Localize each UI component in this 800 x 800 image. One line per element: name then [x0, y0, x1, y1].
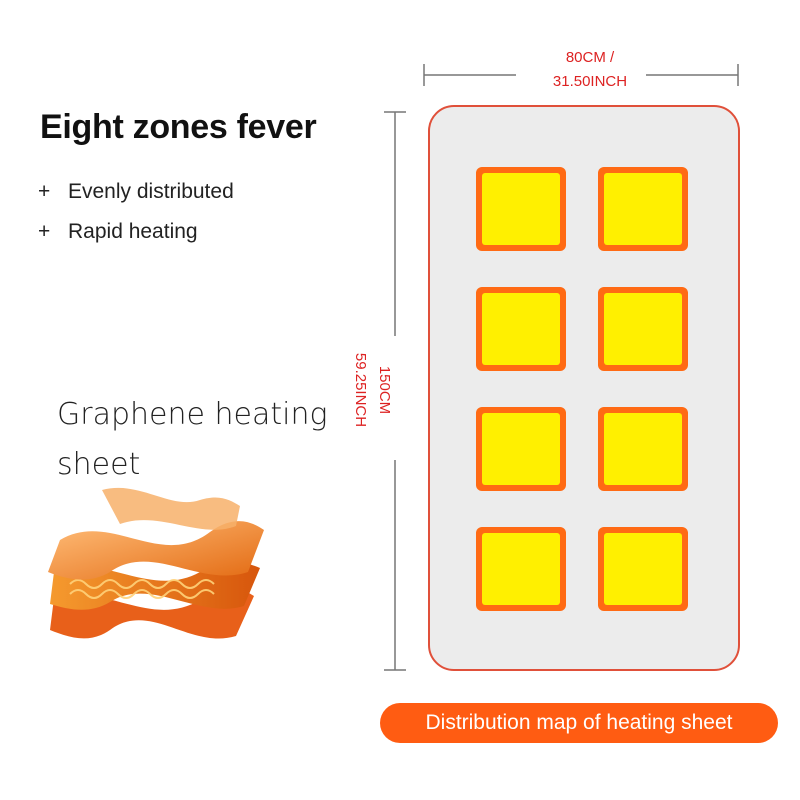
width-dimension-label: 80CM / 31.50INCH: [520, 46, 660, 94]
heating-zone-7: [476, 527, 566, 611]
heating-zone-4: [598, 287, 688, 371]
plus-icon: +: [38, 180, 51, 203]
height-dimension-line: [384, 111, 406, 671]
width-cm: 80CM /: [565, 49, 615, 66]
page-title: Eight zones fever: [40, 108, 317, 146]
feature-rapid-heating: + Rapid heating: [38, 220, 198, 244]
graphene-label: Graphene heating sheet: [57, 397, 328, 482]
feature-text: Rapid heating: [68, 220, 198, 243]
heating-sheet: [428, 105, 740, 671]
heating-zone-1: [476, 167, 566, 251]
heating-zone-2: [598, 167, 688, 251]
feature-evenly-distributed: + Evenly distributed: [38, 180, 234, 204]
heating-zone-8: [598, 527, 688, 611]
plus-icon: +: [38, 220, 51, 243]
width-inch: 31.50INCH: [552, 73, 628, 90]
feature-text: Evenly distributed: [68, 180, 234, 203]
graphene-layers-illustration: [48, 487, 264, 639]
heating-zone-5: [476, 407, 566, 491]
height-inch: 59.25INCH: [352, 352, 369, 428]
width-dimension-line: [423, 64, 739, 86]
heating-zone-3: [476, 287, 566, 371]
height-cm: 150CM: [376, 365, 393, 415]
heating-zone-6: [598, 407, 688, 491]
caption-banner: Distribution map of heating sheet: [380, 703, 778, 743]
